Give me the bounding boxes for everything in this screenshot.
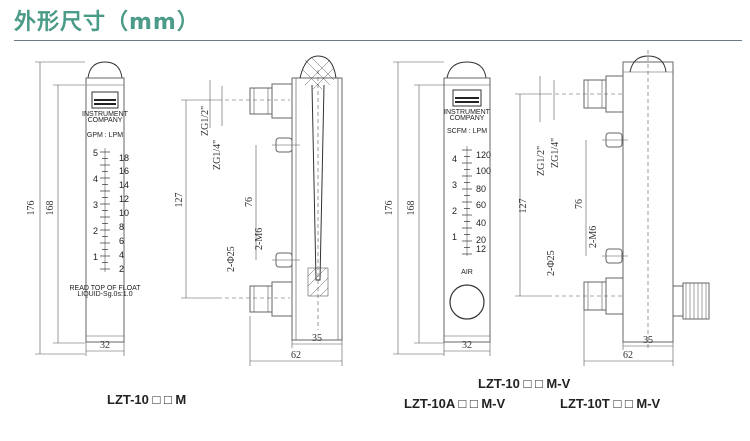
side1-dim-zg14: ZG1/4" xyxy=(212,140,223,170)
meter1-side-view: ZG1/2" ZG1/4" 127 76 2-M6 2-Φ25 35 62 xyxy=(174,55,343,366)
side2-dim-76: 76 xyxy=(574,199,585,209)
meter1-dim-168: 168 xyxy=(45,201,56,216)
meter1-model: LZT-10 □ □ M xyxy=(107,392,186,407)
side1-dim-62: 62 xyxy=(291,350,301,361)
meter1-right-tick-8: 8 xyxy=(119,222,124,232)
side2-dim-zg14: ZG1/4" xyxy=(550,138,561,168)
meter1-right-tick-10: 10 xyxy=(119,208,129,218)
meter1-right-tick-4: 4 xyxy=(119,250,124,260)
side2-dim-35: 35 xyxy=(643,335,653,346)
meter2-model-a: LZT-10A □ □ M-V xyxy=(404,396,505,411)
meter1-left-tick-3: 3 xyxy=(93,200,98,210)
meter2-right-tick-40: 40 xyxy=(476,218,486,228)
meter1-left-tick-5: 5 xyxy=(93,148,98,158)
meter1-right-tick-12: 12 xyxy=(119,194,129,204)
meter2-side-view: ZG1/2" ZG1/4" 127 76 2-M6 2-Φ25 35 62 xyxy=(515,50,710,366)
meter2-left-tick-3: 3 xyxy=(452,180,457,190)
meter1-right-tick-16: 16 xyxy=(119,166,129,176)
meter2-air-label: AIR xyxy=(461,269,473,276)
meter2-left-tick-1: 1 xyxy=(452,232,457,242)
meter2-dim-32: 32 xyxy=(462,340,472,351)
meter1-right-tick-14: 14 xyxy=(119,180,129,190)
meter1-dim-176: 176 xyxy=(26,201,37,216)
meter2-brand-line1: INSTRUMENT xyxy=(444,109,491,116)
side1-dim-m6: 2-M6 xyxy=(254,228,265,250)
meter1-front-view: 176 168 INSTRUMENT COMPANY GPM : LPM 5 4… xyxy=(26,61,186,407)
meter1-unit-label: GPM : LPM xyxy=(87,132,123,139)
meter2-left-tick-2: 2 xyxy=(452,206,457,216)
meter2-right-tick-100: 100 xyxy=(476,166,491,176)
meter1-brand-line2: COMPANY xyxy=(88,117,123,124)
meter2-right-tick-80: 80 xyxy=(476,184,486,194)
side2-dim-127: 127 xyxy=(518,199,529,214)
meter2-model-top: LZT-10 □ □ M-V xyxy=(478,376,571,391)
meter1-left-tick-2: 2 xyxy=(93,226,98,236)
meter2-right-tick-12: 12 xyxy=(476,244,486,254)
side1-dim-phi25: 2-Φ25 xyxy=(226,246,237,272)
side2-dim-zg12: ZG1/2" xyxy=(536,146,547,176)
side1-dim-35: 35 xyxy=(312,333,322,344)
meter2-brand-line2: COMPANY xyxy=(450,115,485,122)
meter2-front-view: 176 168 INSTRUMENT COMPANY SCFM : LPM 4 … xyxy=(384,61,491,356)
meter1-right-tick-18: 18 xyxy=(119,153,129,163)
meter2-needle-valve-knob xyxy=(449,284,485,320)
meter1-left-tick-4: 4 xyxy=(93,174,98,184)
meter1-brand-line1: INSTRUMENT xyxy=(82,111,129,118)
side2-dim-m6: 2-M6 xyxy=(588,226,599,248)
title-divider xyxy=(14,40,742,41)
meter2-unit-label: SCFM : LPM xyxy=(447,128,487,135)
meter2-right-tick-20: 20 xyxy=(476,235,486,245)
side1-dim-zg12: ZG1/2" xyxy=(200,106,211,136)
meter1-left-tick-1: 1 xyxy=(93,252,98,262)
meter1-dim-32: 32 xyxy=(100,340,110,351)
meter2-right-tick-120: 120 xyxy=(476,150,491,160)
side1-dim-76: 76 xyxy=(244,197,255,207)
meter1-right-tick-2: 2 xyxy=(119,264,124,274)
meter2-model-t: LZT-10T □ □ M-V xyxy=(560,396,661,411)
side1-dim-127: 127 xyxy=(174,193,185,208)
meter2-dim-168: 168 xyxy=(406,201,417,216)
meter2-right-tick-60: 60 xyxy=(476,200,486,210)
meter1-note-liquid: LIQUID-Sg.0s:1.0 xyxy=(77,291,132,298)
meter2-left-tick-4: 4 xyxy=(452,154,457,164)
side2-dim-62: 62 xyxy=(623,350,633,361)
meter2-dim-176: 176 xyxy=(384,201,395,216)
side2-dim-phi25: 2-Φ25 xyxy=(546,250,557,276)
page-title: 外形尺寸（mm） xyxy=(14,10,200,35)
meter1-right-tick-6: 6 xyxy=(119,236,124,246)
meter1-note-read: READ TOP OF FLOAT xyxy=(69,285,141,292)
